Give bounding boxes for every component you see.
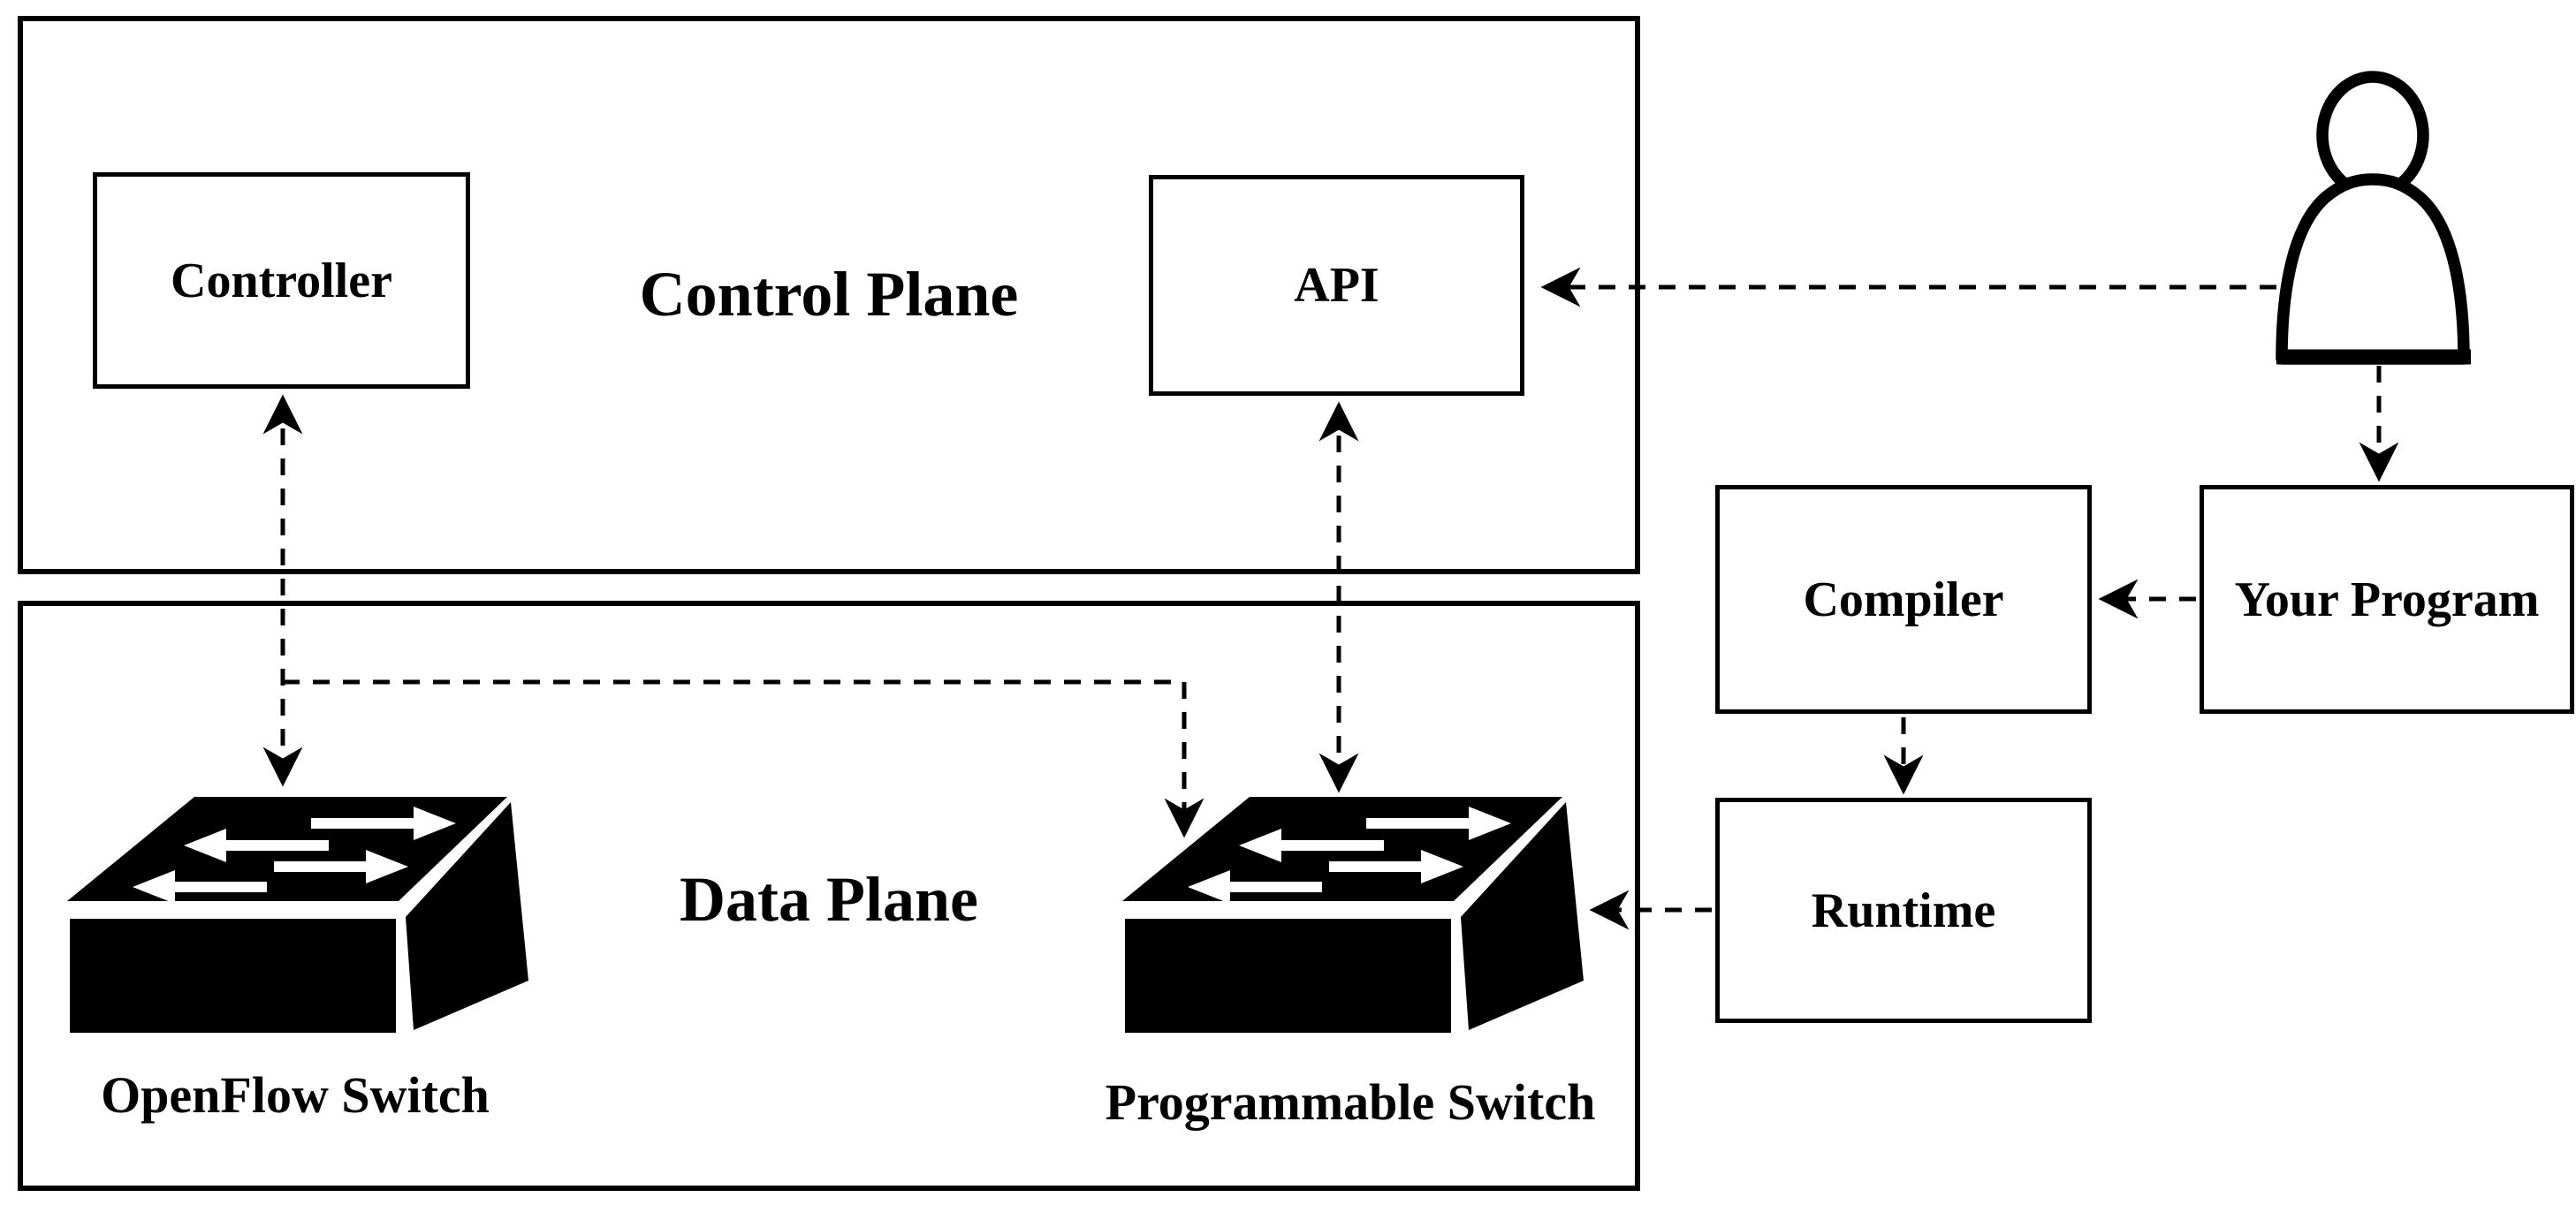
your-program-label: Your Program [2234,572,2540,627]
api-box: API [1149,175,1524,396]
runtime-box: Runtime [1715,798,2092,1023]
programmable-switch-label: Programmable Switch [1105,1073,1596,1131]
runtime-label: Runtime [1811,883,1996,938]
control-plane-title: Control Plane [639,259,1019,330]
user-person-icon [2276,77,2471,359]
openflow-switch-label: OpenFlow Switch [101,1066,490,1124]
compiler-label: Compiler [1803,572,2004,627]
controller-box: Controller [93,172,470,389]
controller-label: Controller [171,253,392,308]
compiler-box: Compiler [1715,485,2092,714]
api-label: API [1294,258,1379,313]
data-plane-title: Data Plane [680,864,978,935]
your-program-box: Your Program [2200,485,2574,714]
